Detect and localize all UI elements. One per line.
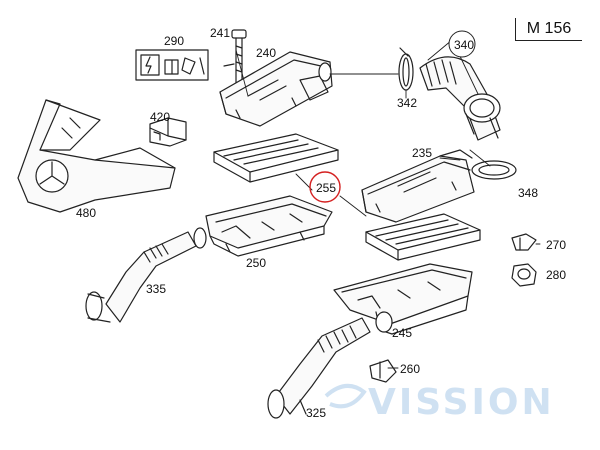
callout-480: 480 xyxy=(76,206,97,220)
clamp-342 xyxy=(398,47,414,91)
clip-420 xyxy=(149,117,187,147)
filter-element-255-lower xyxy=(365,213,481,261)
seal-ring-348 xyxy=(471,160,517,180)
air-duct-325 xyxy=(267,317,371,419)
clip-260 xyxy=(369,359,397,383)
leader-lines xyxy=(235,39,541,369)
callout-342: 342 xyxy=(397,96,418,110)
callout-245: 245 xyxy=(392,326,413,340)
callout-420: 420 xyxy=(150,110,171,124)
air-duct-335 xyxy=(85,227,207,323)
callout-270: 270 xyxy=(546,238,567,252)
callout-255: 255 xyxy=(316,181,337,195)
mount-280 xyxy=(511,263,537,287)
callout-260: 260 xyxy=(400,362,421,376)
housing-245 xyxy=(333,263,473,335)
watermark-text: VISSION xyxy=(368,382,555,423)
highlight-ring-255 xyxy=(309,171,341,203)
housing-240 xyxy=(219,51,333,127)
model-label: M 156 xyxy=(515,18,582,41)
clip-270 xyxy=(511,233,537,251)
filter-element-255-upper xyxy=(213,133,339,183)
callout-340: 340 xyxy=(454,38,475,52)
callout-240: 240 xyxy=(256,46,277,60)
callout-ring-340 xyxy=(448,30,476,58)
engine-cover-480 xyxy=(17,99,176,213)
callout-335: 335 xyxy=(146,282,167,296)
callout-348: 348 xyxy=(518,186,539,200)
callout-235: 235 xyxy=(412,146,433,160)
callout-290: 290 xyxy=(164,34,185,48)
callout-325: 325 xyxy=(306,406,327,420)
housing-250 xyxy=(205,195,333,257)
warning-label-290 xyxy=(135,49,209,81)
watermark-logo-icon xyxy=(324,384,367,409)
callout-241: 241 xyxy=(210,26,231,40)
callout-280: 280 xyxy=(546,268,567,282)
callout-250: 250 xyxy=(246,256,267,270)
housing-235 xyxy=(361,149,475,223)
intake-hose-340 xyxy=(419,56,501,141)
